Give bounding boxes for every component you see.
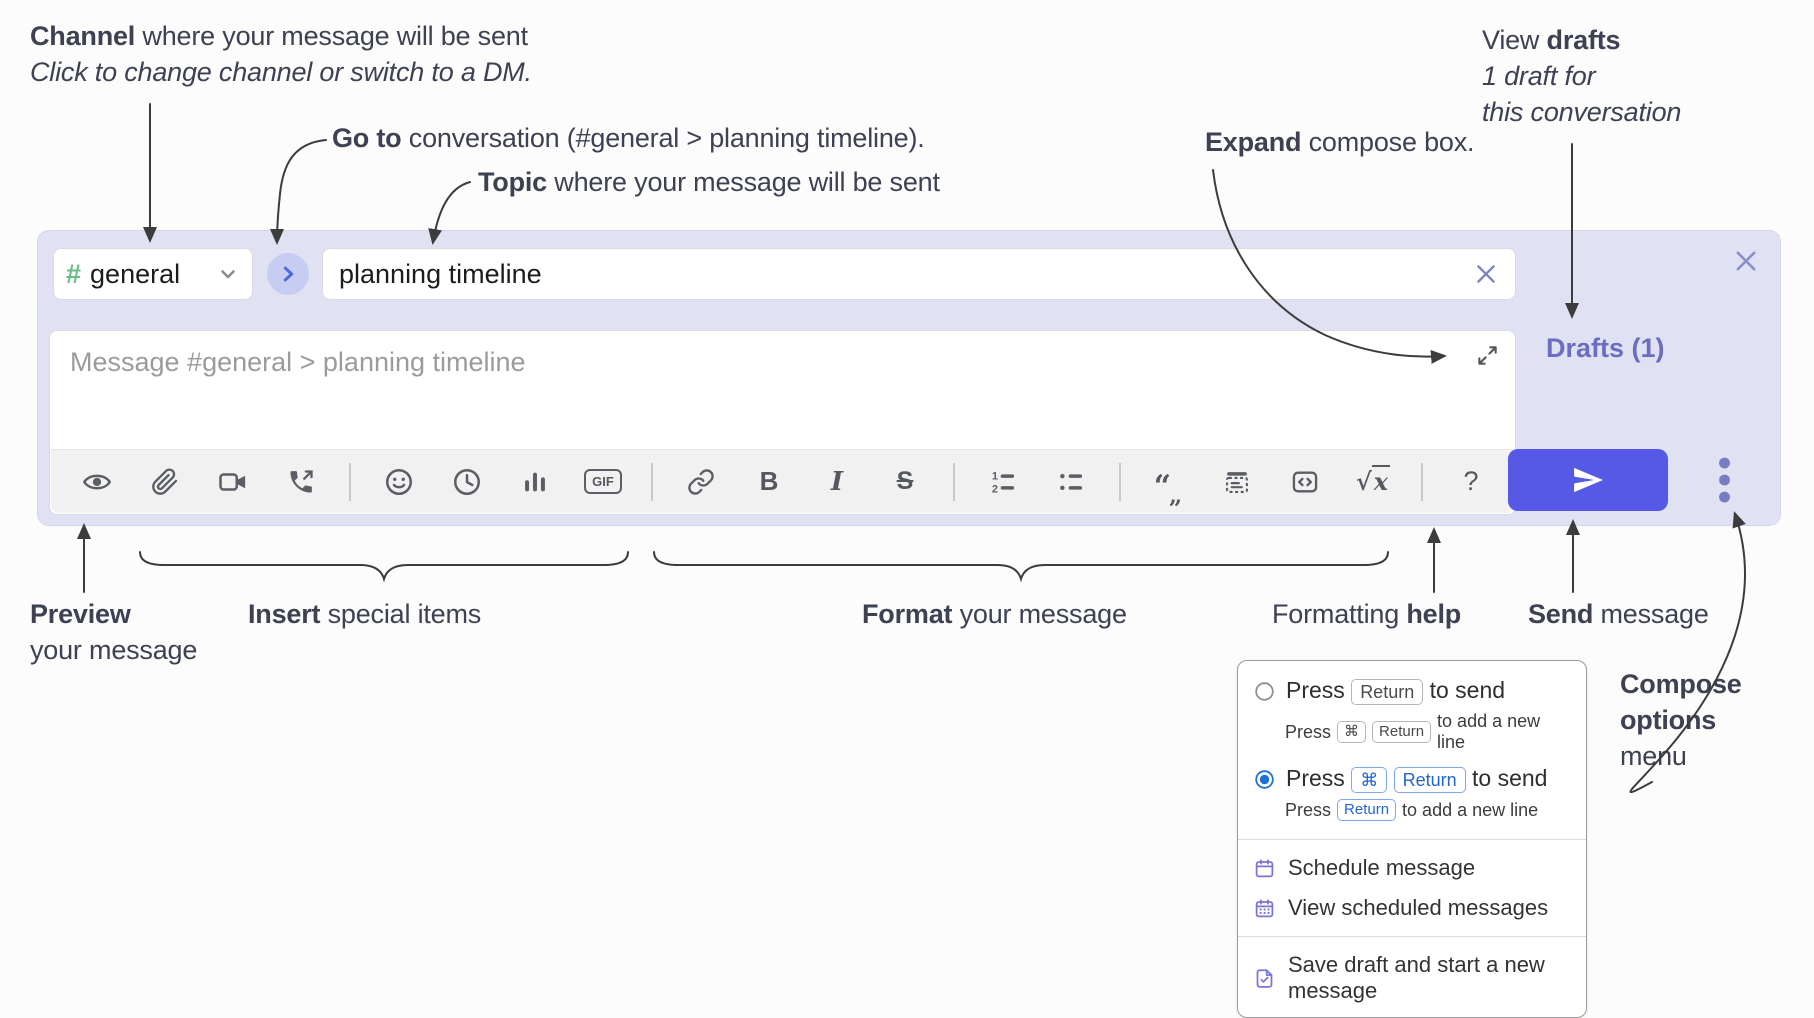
annotation-send: Send message [1528,599,1709,629]
calendar-icon [1255,858,1274,877]
topic-value: planning timeline [339,258,542,289]
menu-item-schedule-message[interactable]: Schedule message [1238,848,1586,888]
annotation-preview: Preview your message [30,599,198,665]
format-brace [653,551,1389,583]
toolbar-separator [1119,462,1121,501]
option-return-to-send[interactable]: Press Return to send [1238,675,1586,707]
annotation-topic: Topic where your message will be sent [478,167,940,197]
code-icon[interactable] [1285,462,1325,502]
message-textarea[interactable]: Message #general > planning timeline [49,330,1516,515]
annotation-view-drafts: View drafts 1 draft for this conversatio… [1482,25,1682,127]
annotation-channel: Channel where your message will be sent … [30,21,532,87]
svg-text:1: 1 [992,470,998,482]
attach-file-icon[interactable] [145,462,185,502]
emoji-icon[interactable] [379,462,419,502]
annotation-goto: Go to conversation (#general > planning … [332,123,925,153]
insert-brace [139,551,629,583]
time-icon[interactable] [447,462,487,502]
quote-icon[interactable]: “„ [1153,468,1183,509]
close-compose-icon[interactable] [1732,247,1760,275]
bulleted-list-icon[interactable] [1051,462,1091,502]
menu-divider [1238,839,1586,840]
annotation-compose-options: Compose options menu [1620,669,1742,771]
send-icon [1574,467,1603,493]
radio-unselected-icon [1255,681,1274,701]
expand-message-icon[interactable] [1476,344,1499,367]
send-button[interactable] [1508,449,1668,511]
annotation-format: Format your message [862,599,1127,629]
chevron-right-icon [283,266,294,282]
radio-selected-icon [1255,769,1274,789]
compose-options-button[interactable] [1704,455,1744,505]
goto-arrow [270,139,327,245]
message-placeholder: Message #general > planning timeline [70,347,526,377]
channel-selector[interactable]: # general [53,248,253,300]
link-icon[interactable] [681,462,721,502]
toolbar-separator [349,462,351,501]
draft-document-icon [1256,968,1273,988]
math-icon[interactable]: √x [1355,465,1391,496]
toolbar-separator [953,462,955,501]
menu-divider [1238,936,1586,937]
formatting-help-icon[interactable]: ? [1463,466,1479,496]
italic-icon[interactable]: I [830,466,844,497]
strikethrough-icon[interactable]: S [896,467,914,495]
preview-icon[interactable] [77,462,117,502]
voice-call-icon[interactable] [281,462,321,502]
spoiler-icon[interactable] [1217,462,1257,502]
menu-item-save-draft[interactable]: Save draft and start a new message [1238,945,1586,1011]
clear-topic-icon[interactable] [1473,261,1499,287]
channel-name: general [90,258,181,289]
drafts-link[interactable]: Drafts (1) [1546,333,1665,363]
toolbar-separator [1421,462,1423,501]
toolbar-separator [651,462,653,501]
vertical-ellipsis-icon [1718,457,1730,503]
channel-hash-icon: # [66,258,82,289]
gif-icon[interactable]: GIF [583,462,623,502]
svg-text:2: 2 [992,483,998,495]
poll-icon[interactable] [515,462,555,502]
annotation-insert: Insert special items [248,599,482,629]
calendar-grid-icon [1255,898,1274,917]
topic-input[interactable]: planning timeline [322,248,1516,300]
compose-box: # general planning timeline Message #gen… [37,230,1781,526]
bold-icon[interactable]: B [759,466,779,496]
annotation-expand: Expand compose box. [1205,127,1475,157]
menu-item-view-scheduled[interactable]: View scheduled messages [1238,888,1586,928]
annotation-formatting-help: Formatting help [1272,599,1462,629]
option-cmd-return-to-send[interactable]: Press ⌘ Return to send [1238,763,1586,795]
go-to-conversation-button[interactable] [267,253,309,295]
chevron-down-icon [221,270,235,279]
video-call-icon[interactable] [213,462,253,502]
